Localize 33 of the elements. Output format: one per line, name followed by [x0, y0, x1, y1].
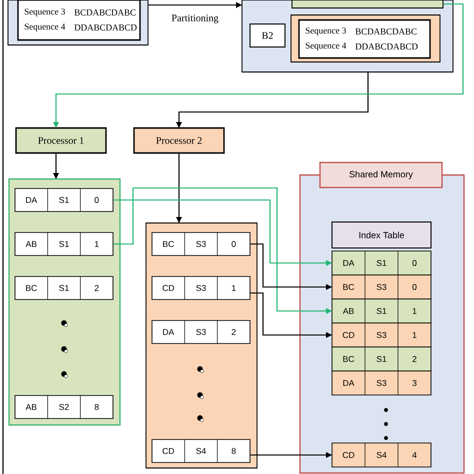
edge-label: Partitioning — [172, 14, 218, 24]
table-row: DA S3 3 — [332, 370, 432, 396]
arrow — [176, 72, 369, 128]
table-row: BC S3 0 — [152, 232, 250, 256]
processor-box: Processor 1 — [15, 127, 107, 154]
table-row: CD S4 4 — [332, 442, 432, 468]
table-row: DA S1 0 — [332, 250, 432, 276]
sequence-list: Sequence 3 BCDABCDABC Sequence 4 DDABCDABCD — [298, 19, 431, 59]
table-row: BC S1 2 — [14, 276, 114, 300]
table-row: DA S1 0 — [14, 188, 114, 212]
table-row: AB S1 1 — [332, 298, 432, 324]
arrow — [250, 243, 332, 290]
table-row: BC S3 0 — [332, 274, 432, 300]
arrow — [250, 292, 332, 338]
table-row: BC S1 2 — [332, 346, 432, 372]
table-row: AB S2 8 — [14, 395, 114, 419]
arrow — [113, 199, 332, 266]
arrow — [176, 154, 182, 223]
table-row: CD S4 8 — [152, 439, 250, 463]
processor-box: Processor 2 — [133, 127, 225, 154]
arrow — [113, 187, 332, 314]
sequence-list: Sequence 3 BCDABCDABC Sequence 4 DDABCDABCD — [17, 0, 141, 41]
table-row: CD S3 1 — [152, 276, 250, 300]
table-title: Index Table — [332, 222, 432, 248]
block-label: B2 — [250, 24, 286, 48]
arrow — [53, 3, 464, 128]
arrow — [148, 2, 242, 8]
table-row: AB S1 1 — [14, 232, 114, 256]
block-box — [292, 0, 444, 8]
arrow — [53, 154, 59, 179]
table-row: CD S3 1 — [332, 322, 432, 348]
arrow — [250, 452, 332, 458]
table-row: DA S3 2 — [152, 320, 250, 344]
